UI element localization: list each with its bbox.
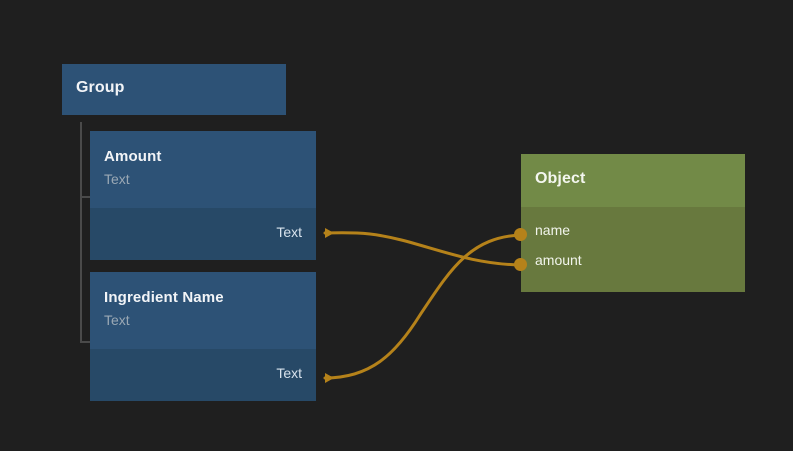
field-node-amount-output-port-label[interactable]: Text [276, 224, 302, 240]
port-dot-amount[interactable] [514, 258, 527, 271]
port-dot-name[interactable] [514, 228, 527, 241]
object-node-property-amount[interactable]: amount [535, 252, 582, 268]
group-node-title: Group [76, 79, 125, 96]
object-node-title: Object [535, 170, 586, 187]
connection-name-to-ingredient[interactable] [323, 233, 523, 383]
connection-amount-to-amount[interactable] [323, 228, 523, 267]
field-node-ingredient-name[interactable]: Ingredient Name Text Text [90, 272, 316, 401]
field-node-ingredient-name-output-port-label[interactable]: Text [276, 365, 302, 381]
field-node-ingredient-name-name: Ingredient Name [104, 289, 224, 306]
object-node[interactable]: Object name amount [521, 154, 745, 292]
field-node-amount[interactable]: Amount Text Text [90, 131, 316, 260]
object-node-property-name[interactable]: name [535, 222, 571, 238]
field-node-amount-name: Amount [104, 148, 162, 165]
object-node-body: name amount [521, 207, 745, 292]
field-node-ingredient-name-footer[interactable]: Text [90, 349, 316, 401]
field-node-ingredient-name-type: Text [104, 312, 130, 328]
field-node-ingredient-name-header: Ingredient Name Text [90, 272, 316, 349]
field-node-amount-type: Text [104, 171, 130, 187]
field-node-amount-header: Amount Text [90, 131, 316, 208]
group-bracket-line [80, 122, 82, 343]
field-node-amount-footer[interactable]: Text [90, 208, 316, 260]
group-node[interactable]: Group [62, 64, 286, 115]
object-node-header: Object [521, 154, 745, 207]
